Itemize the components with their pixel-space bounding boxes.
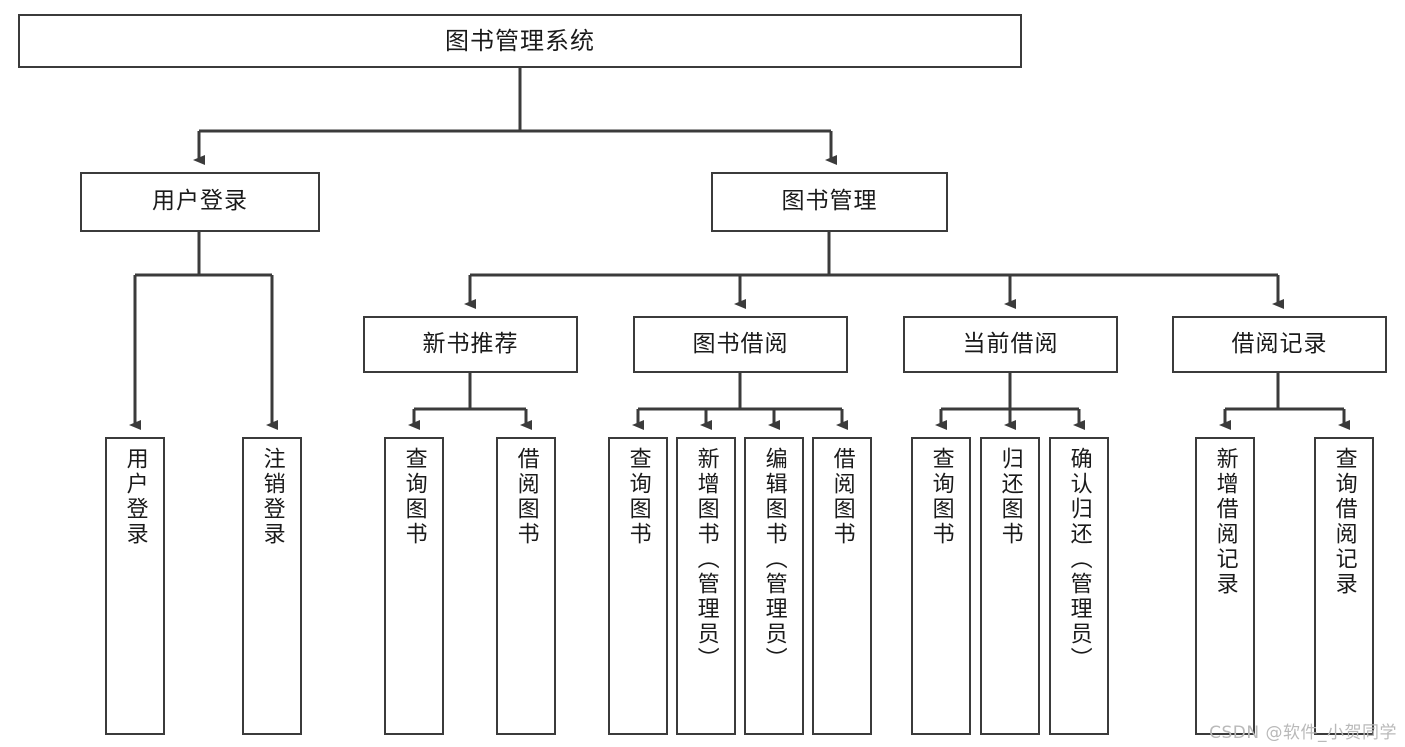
- leaf-book-borrow-add[interactable]: 新增图书（管理员）: [676, 437, 736, 735]
- node-new-book-recommend[interactable]: 新书推荐: [363, 316, 578, 373]
- node-book-borrow[interactable]: 图书借阅: [633, 316, 848, 373]
- watermark-text: CSDN @软件_小贺同学: [1209, 723, 1397, 743]
- node-label: 用户登录: [122, 447, 148, 547]
- leaf-current-borrow-return[interactable]: 归还图书: [980, 437, 1040, 735]
- node-user-login[interactable]: 用户登录: [80, 172, 320, 232]
- node-book-management[interactable]: 图书管理: [711, 172, 948, 232]
- node-label: 图书管理系统: [445, 26, 595, 55]
- leaf-current-borrow-query[interactable]: 查询图书: [911, 437, 971, 735]
- leaf-new-book-query[interactable]: 查询图书: [384, 437, 444, 735]
- leaf-book-borrow-borrow[interactable]: 借阅图书: [812, 437, 872, 735]
- node-label: 查询图书: [928, 447, 954, 547]
- node-label: 当前借阅: [962, 330, 1059, 357]
- node-label: 查询图书: [625, 447, 651, 547]
- node-label: 注销登录: [259, 447, 285, 547]
- node-label: 借阅记录: [1231, 330, 1328, 357]
- node-label: 新书推荐: [422, 330, 519, 357]
- node-label: 新增借阅记录: [1212, 447, 1238, 597]
- node-label: 查询图书: [401, 447, 427, 547]
- node-label: 新增图书（管理员）: [693, 447, 719, 672]
- node-current-borrow[interactable]: 当前借阅: [903, 316, 1118, 373]
- node-root-system[interactable]: 图书管理系统: [18, 14, 1022, 68]
- node-label: 用户登录: [152, 188, 248, 215]
- node-label: 确认归还（管理员）: [1066, 447, 1092, 672]
- node-label: 编辑图书（管理员）: [761, 447, 787, 672]
- node-label: 查询借阅记录: [1331, 447, 1357, 597]
- leaf-book-borrow-edit[interactable]: 编辑图书（管理员）: [744, 437, 804, 735]
- leaf-user-login-login[interactable]: 用户登录: [105, 437, 165, 735]
- node-label: 归还图书: [997, 447, 1023, 547]
- leaf-current-borrow-confirm-return[interactable]: 确认归还（管理员）: [1049, 437, 1109, 735]
- node-label: 借阅图书: [829, 447, 855, 547]
- node-label: 图书管理: [781, 188, 878, 215]
- leaf-user-login-logout[interactable]: 注销登录: [242, 437, 302, 735]
- node-label: 图书借阅: [692, 330, 789, 357]
- leaf-book-borrow-query[interactable]: 查询图书: [608, 437, 668, 735]
- node-label: 借阅图书: [513, 447, 539, 547]
- leaf-new-book-borrow[interactable]: 借阅图书: [496, 437, 556, 735]
- node-borrow-record[interactable]: 借阅记录: [1172, 316, 1387, 373]
- leaf-borrow-record-query[interactable]: 查询借阅记录: [1314, 437, 1374, 735]
- leaf-borrow-record-add[interactable]: 新增借阅记录: [1195, 437, 1255, 735]
